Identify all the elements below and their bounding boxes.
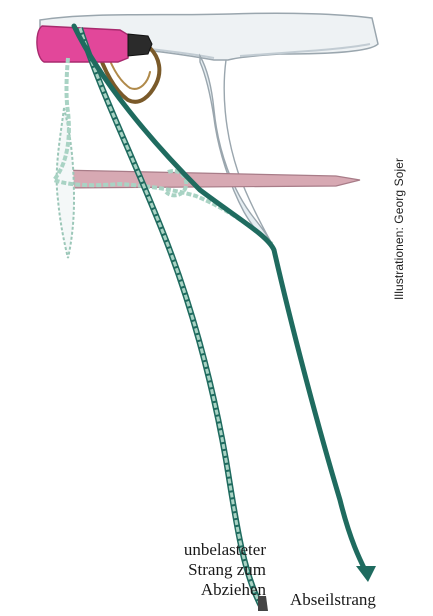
- abseil-strand-rope: [74, 26, 366, 572]
- pull-strand-label-line-3: Abziehen: [184, 580, 266, 600]
- pull-strand-label-line-1: unbelasteter: [184, 540, 266, 560]
- abseil-arrowhead: [356, 566, 376, 582]
- abseil-strand-label: Abseilstrang: [290, 590, 376, 610]
- illustration-credit: Illustrationen: Georg Sojer: [392, 158, 406, 300]
- pull-strand-label-line-2: Strang zum: [184, 560, 266, 580]
- pull-strand-rope-core: [80, 28, 262, 608]
- ice-screw-head: [128, 34, 152, 56]
- pull-strand-label: unbelasteter Strang zum Abziehen: [184, 540, 266, 600]
